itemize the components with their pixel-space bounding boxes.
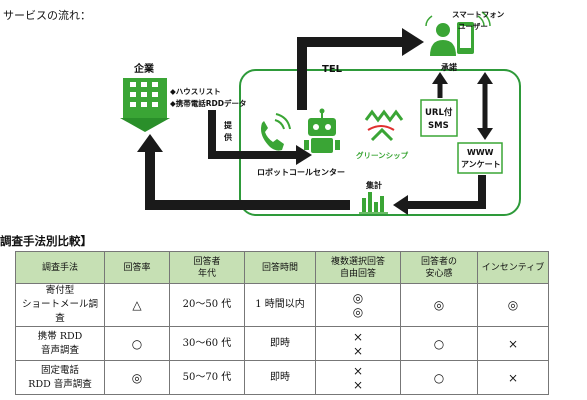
www-label-2: アンケート — [461, 160, 501, 169]
aggregate-label: 集計 — [365, 180, 382, 190]
cell-age: 20～50 代 — [169, 283, 245, 327]
url-sms-label-2: SMS — [428, 121, 449, 131]
cell-rate: ◎ — [104, 360, 170, 395]
header-multi: 複数選択回答自由回答 — [315, 251, 401, 284]
aggregate-chart-icon — [359, 192, 388, 214]
cell-trust: ○ — [400, 360, 478, 395]
sms-arrowhead — [432, 72, 448, 84]
cell-rate: △ — [104, 283, 170, 327]
provide-arrow — [208, 110, 298, 159]
provide-label-1: 提 — [224, 120, 233, 130]
cell-rate: ○ — [104, 326, 170, 361]
green-ship-label: グリーンシップ — [356, 150, 409, 160]
company-bullet-houselist: ◆ハウスリスト — [170, 87, 221, 96]
cell-method: 寄付型ショートメール調査 — [15, 283, 105, 327]
cell-trust: ◎ — [400, 283, 478, 327]
company-bullet-rdd: ◆携帯電話RDDデータ — [170, 98, 247, 108]
cell-age: 50～70 代 — [169, 360, 245, 395]
header-rate: 回答率 — [104, 251, 170, 284]
robot-icon — [304, 108, 340, 153]
cell-multi: ×× — [315, 326, 401, 361]
header-incentive: インセンティブ — [477, 251, 549, 284]
company-building-icon — [120, 78, 170, 132]
www-survey-box — [457, 142, 503, 174]
cell-time: 即時 — [244, 326, 316, 361]
consent-label: 承諾 — [441, 62, 457, 72]
header-age: 回答者年代 — [169, 251, 245, 284]
tel-label: TEL — [322, 64, 343, 75]
header-method: 調査手法 — [15, 251, 105, 284]
tel-arrow — [297, 37, 405, 110]
cell-time: 1 時間以内 — [244, 283, 316, 327]
comparison-heading: 調査手法別比較】 — [0, 234, 92, 248]
service-flow-title: サービスの流れ： — [3, 9, 91, 22]
company-label: 企業 — [133, 62, 155, 75]
header-time: 回答時間 — [244, 251, 316, 284]
cell-multi: ◎◎ — [315, 283, 401, 327]
cell-incentive: × — [477, 326, 549, 361]
cell-incentive: × — [477, 360, 549, 395]
cell-trust: ○ — [400, 326, 478, 361]
table-row: 寄付型ショートメール調査 △ 20～50 代 1 時間以内 ◎◎ ◎ ◎ — [15, 283, 549, 327]
cell-incentive: ◎ — [477, 283, 549, 327]
provide-arrowhead — [296, 145, 312, 165]
smartphone-user-icon — [425, 11, 491, 56]
header-trust: 回答者の安心感 — [400, 251, 478, 284]
return-arrow — [145, 150, 350, 210]
www-label-1: WWW — [467, 148, 494, 157]
smartphone-label-2: ユーザー — [458, 22, 488, 31]
provide-label-2: 供 — [223, 132, 232, 142]
cell-time: 即時 — [244, 360, 316, 395]
comparison-table: 調査手法 回答率 回答者年代 回答時間 複数選択回答自由回答 回答者の安心感 イ… — [15, 251, 549, 395]
phone-icon — [261, 113, 291, 151]
smartphone-label-1: スマートフォン — [452, 10, 505, 19]
cell-multi: ×× — [315, 360, 401, 395]
aggregate-arrow — [405, 175, 486, 209]
url-sms-box — [420, 99, 458, 137]
robot-center-label: ロボットコールセンター — [257, 167, 345, 177]
service-flow-diagram: 企業 ◆ハウスリスト ◆携帯電話RDDデータ 提 供 TEL ロボットコールセン… — [120, 10, 521, 216]
green-ship-logo — [364, 109, 404, 142]
url-sms-label-1: URL付 — [425, 107, 453, 118]
table-header-row: 調査手法 回答率 回答者年代 回答時間 複数選択回答自由回答 回答者の安心感 イ… — [15, 251, 549, 284]
cell-age: 30～60 代 — [169, 326, 245, 361]
tel-arrowhead — [402, 28, 424, 56]
service-frame — [239, 69, 521, 216]
